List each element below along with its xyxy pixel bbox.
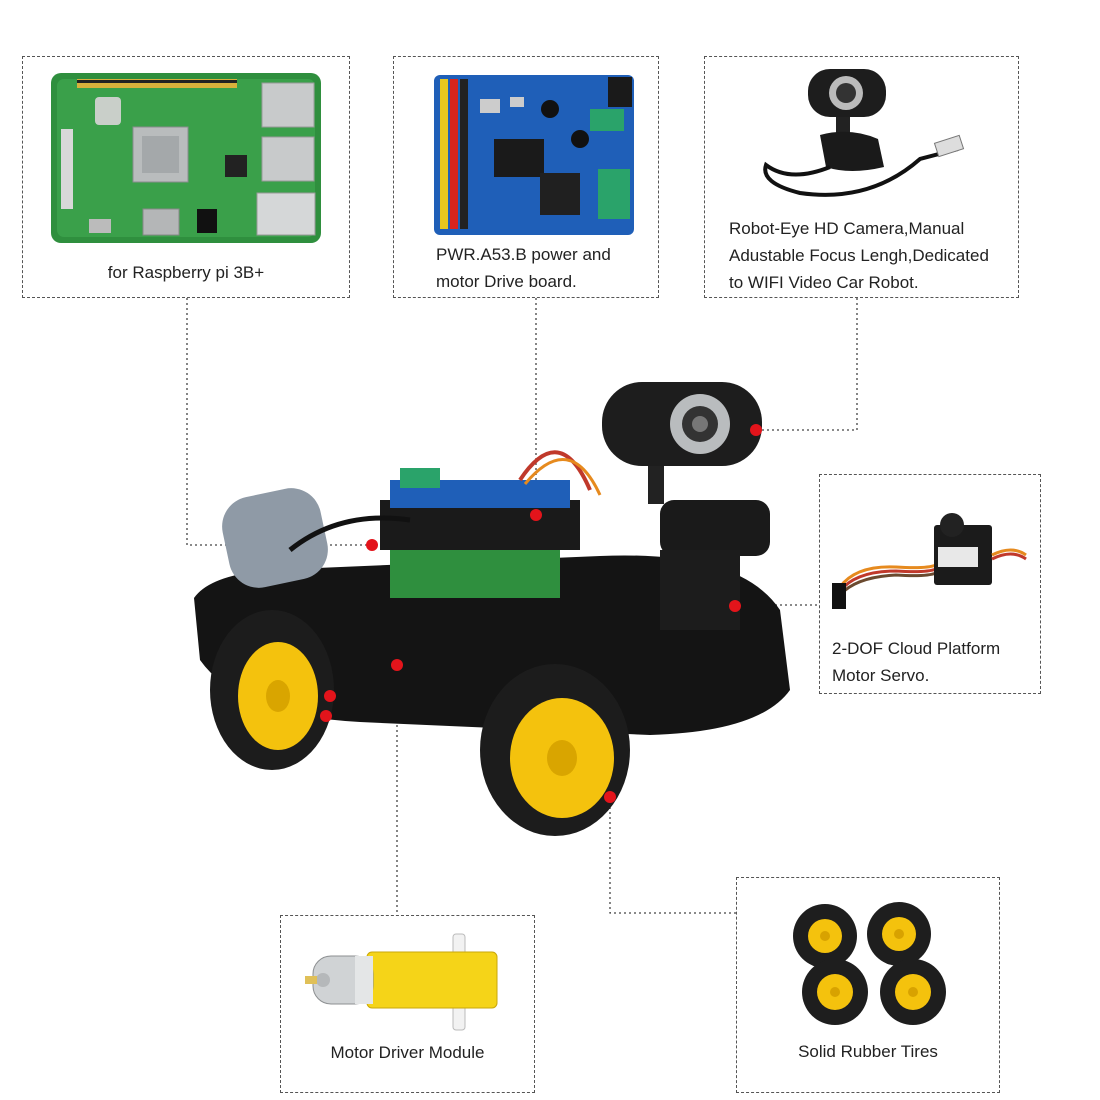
leader-tires [609, 797, 736, 914]
caption-drive-board-line1: PWR.A53.B power and [436, 245, 611, 264]
marker-raspberry-pi [366, 539, 378, 551]
marker-motor [391, 659, 403, 671]
caption-servo-line1: 2-DOF Cloud Platform [832, 639, 1001, 658]
micro-servo-image [832, 513, 1027, 609]
marker-tire [604, 791, 616, 803]
callout-raspberry-pi: for Raspberry pi 3B+ [22, 56, 350, 298]
caption-camera-line2: Adustable Focus Lengh,Dedicated [729, 246, 989, 265]
caption-servo: 2-DOF Cloud Platform Motor Servo. [832, 635, 1000, 689]
caption-drive-board-line2: motor Drive board. [436, 272, 577, 291]
webcam-image [763, 69, 965, 197]
caption-motor: Motor Driver Module [330, 1043, 485, 1062]
caption-camera-line3: to WIFI Video Car Robot. [729, 273, 919, 292]
callout-servo: 2-DOF Cloud Platform Motor Servo. [819, 474, 1041, 694]
caption-drive-board: PWR.A53.B power and motor Drive board. [436, 241, 611, 295]
marker-camera [750, 424, 762, 436]
caption-tires: Solid Rubber Tires [798, 1042, 938, 1061]
raspberry-logo-icon [95, 97, 121, 125]
drive-board-image [434, 75, 634, 235]
caption-camera: Robot-Eye HD Camera,Manual Adustable Foc… [729, 215, 989, 296]
tire-set-image [793, 902, 946, 1025]
leader-camera [750, 298, 858, 431]
marker-rear-wheel-1 [324, 690, 336, 702]
robot-car-image [194, 382, 790, 836]
caption-servo-line2: Motor Servo. [832, 666, 930, 685]
chassis [194, 555, 790, 735]
callout-motor: Motor Driver Module [280, 915, 535, 1093]
raspberry-pi-board-image [51, 73, 321, 243]
marker-servo [729, 600, 741, 612]
callout-drive-board: PWR.A53.B power and motor Drive board. [393, 56, 659, 298]
marker-rear-wheel-2 [320, 710, 332, 722]
caption-camera-line1: Robot-Eye HD Camera,Manual [729, 219, 965, 238]
gear-motor-image [305, 933, 498, 1031]
callout-tires: Solid Rubber Tires [736, 877, 1000, 1093]
callout-camera: Robot-Eye HD Camera,Manual Adustable Foc… [704, 56, 1019, 298]
caption-raspberry-pi: for Raspberry pi 3B+ [107, 263, 265, 282]
marker-drive-board [530, 509, 542, 521]
